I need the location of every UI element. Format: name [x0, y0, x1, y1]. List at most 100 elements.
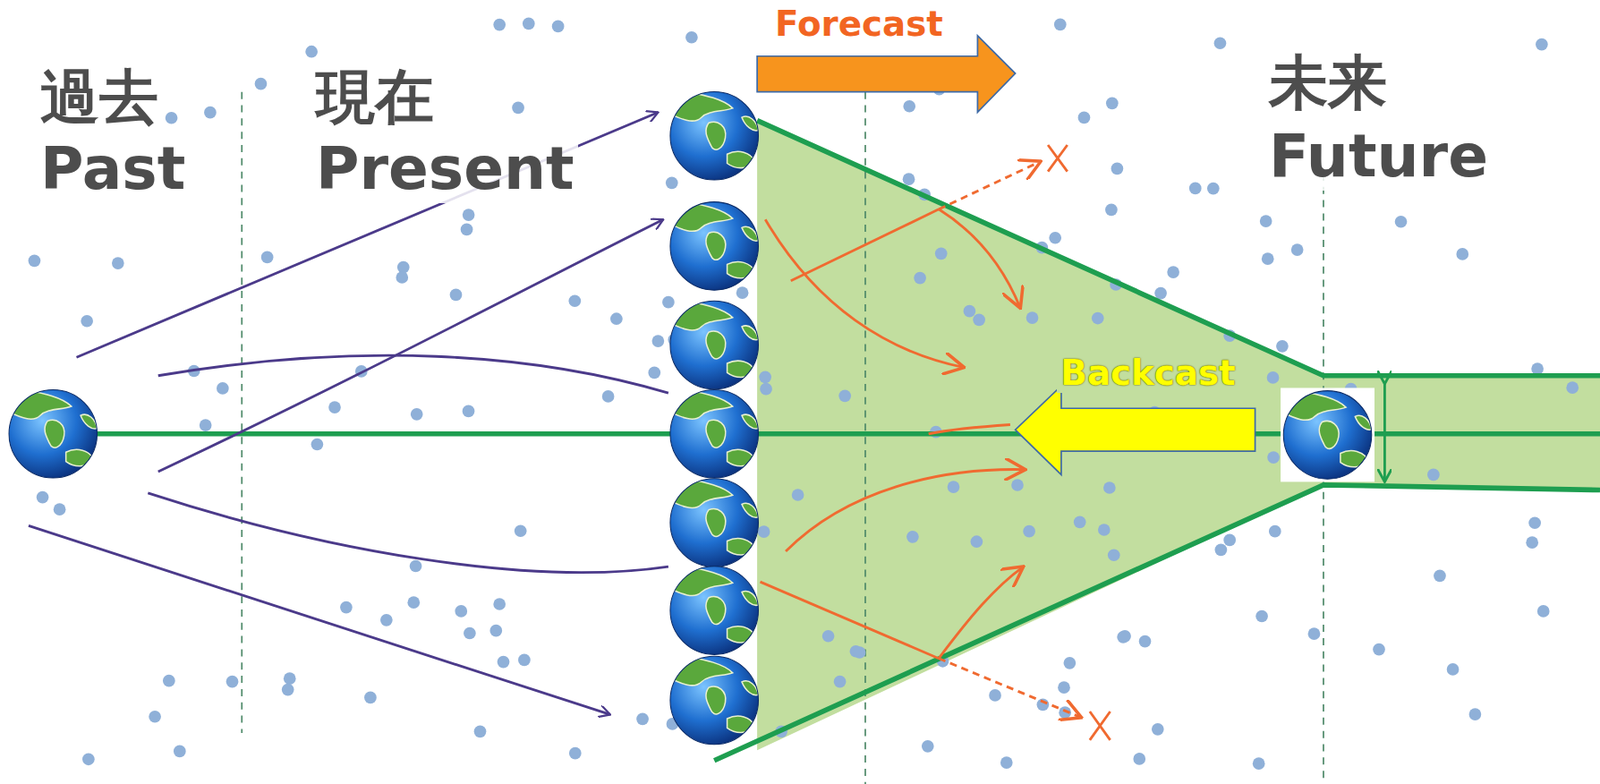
dot [1433, 569, 1447, 582]
dot [652, 334, 665, 348]
dot [454, 604, 468, 618]
dot [921, 740, 935, 753]
dot [511, 102, 525, 115]
dot [935, 246, 948, 260]
dot [1151, 723, 1165, 736]
dot [569, 747, 582, 760]
dot [409, 560, 423, 573]
backcast-label: Backcast [1056, 353, 1239, 394]
scattered-dots [28, 17, 1579, 770]
dot [474, 725, 487, 739]
dot [1105, 204, 1118, 217]
dot [913, 272, 927, 285]
dot [162, 674, 176, 688]
dot [1022, 525, 1036, 538]
dot [947, 480, 961, 494]
dot [1111, 162, 1124, 176]
earth-globe [8, 91, 1375, 744]
era-label: Future [1265, 122, 1492, 191]
dot [1267, 371, 1280, 384]
dot [165, 111, 179, 125]
dot [552, 20, 565, 34]
dot [902, 172, 916, 186]
dot [226, 675, 239, 689]
dot [216, 382, 230, 395]
dot [1139, 635, 1152, 648]
dot [36, 491, 50, 504]
dot [1255, 610, 1269, 623]
dot [1097, 523, 1111, 537]
dot [838, 389, 852, 402]
dot [1078, 111, 1091, 125]
dot [199, 418, 213, 432]
dot [1537, 604, 1550, 618]
dot [1091, 312, 1105, 325]
dot [1531, 362, 1544, 375]
dot [283, 672, 297, 685]
dot [173, 745, 187, 758]
dot [1011, 478, 1024, 492]
dot [281, 683, 295, 697]
dot [255, 77, 268, 91]
forecast-arrow [757, 35, 1015, 113]
dot [364, 691, 377, 705]
dot [1372, 643, 1386, 656]
dot [493, 18, 506, 32]
dot [1107, 548, 1121, 562]
dot [963, 305, 977, 318]
dot [834, 675, 847, 689]
dot [1215, 543, 1228, 556]
dot [1207, 182, 1220, 196]
dot [28, 254, 42, 267]
dot [462, 405, 476, 418]
dot [970, 535, 984, 548]
dot [522, 17, 536, 31]
dot [1427, 468, 1440, 482]
dot [148, 710, 162, 724]
dot [665, 176, 679, 189]
dot [1054, 18, 1067, 32]
dot [1214, 36, 1227, 50]
dot [853, 646, 867, 659]
dot [1259, 214, 1273, 228]
dot [1395, 215, 1408, 229]
dot [204, 106, 217, 120]
dot [902, 100, 916, 113]
backcast-arrow [1015, 385, 1256, 475]
dot [53, 502, 67, 516]
dot [311, 438, 324, 452]
dot [1000, 756, 1013, 769]
dot [261, 251, 274, 264]
dot [1154, 287, 1167, 300]
dot [450, 289, 463, 302]
dot [1073, 515, 1087, 528]
era-label: 現在 [312, 63, 438, 132]
era-label: 未来 [1265, 49, 1391, 118]
dot [82, 752, 95, 766]
dot [410, 408, 424, 421]
dot [460, 223, 474, 237]
dot [568, 294, 581, 307]
dot [1455, 247, 1469, 261]
dot [736, 286, 749, 299]
dot [791, 488, 805, 502]
dot [602, 390, 615, 403]
dot [1118, 629, 1132, 643]
dot [380, 613, 393, 627]
dot [1267, 451, 1280, 464]
dot [610, 312, 623, 325]
dot [111, 256, 125, 270]
dot [489, 624, 503, 638]
cone-border [56, 120, 1600, 761]
dot [1132, 752, 1146, 766]
dot [1048, 231, 1062, 245]
dot [1268, 525, 1282, 538]
dot [1446, 663, 1460, 676]
time-divider [241, 92, 1324, 784]
dot [328, 400, 341, 414]
dot [1261, 252, 1275, 265]
dot [1103, 481, 1116, 494]
past-trajectory [28, 111, 669, 715]
